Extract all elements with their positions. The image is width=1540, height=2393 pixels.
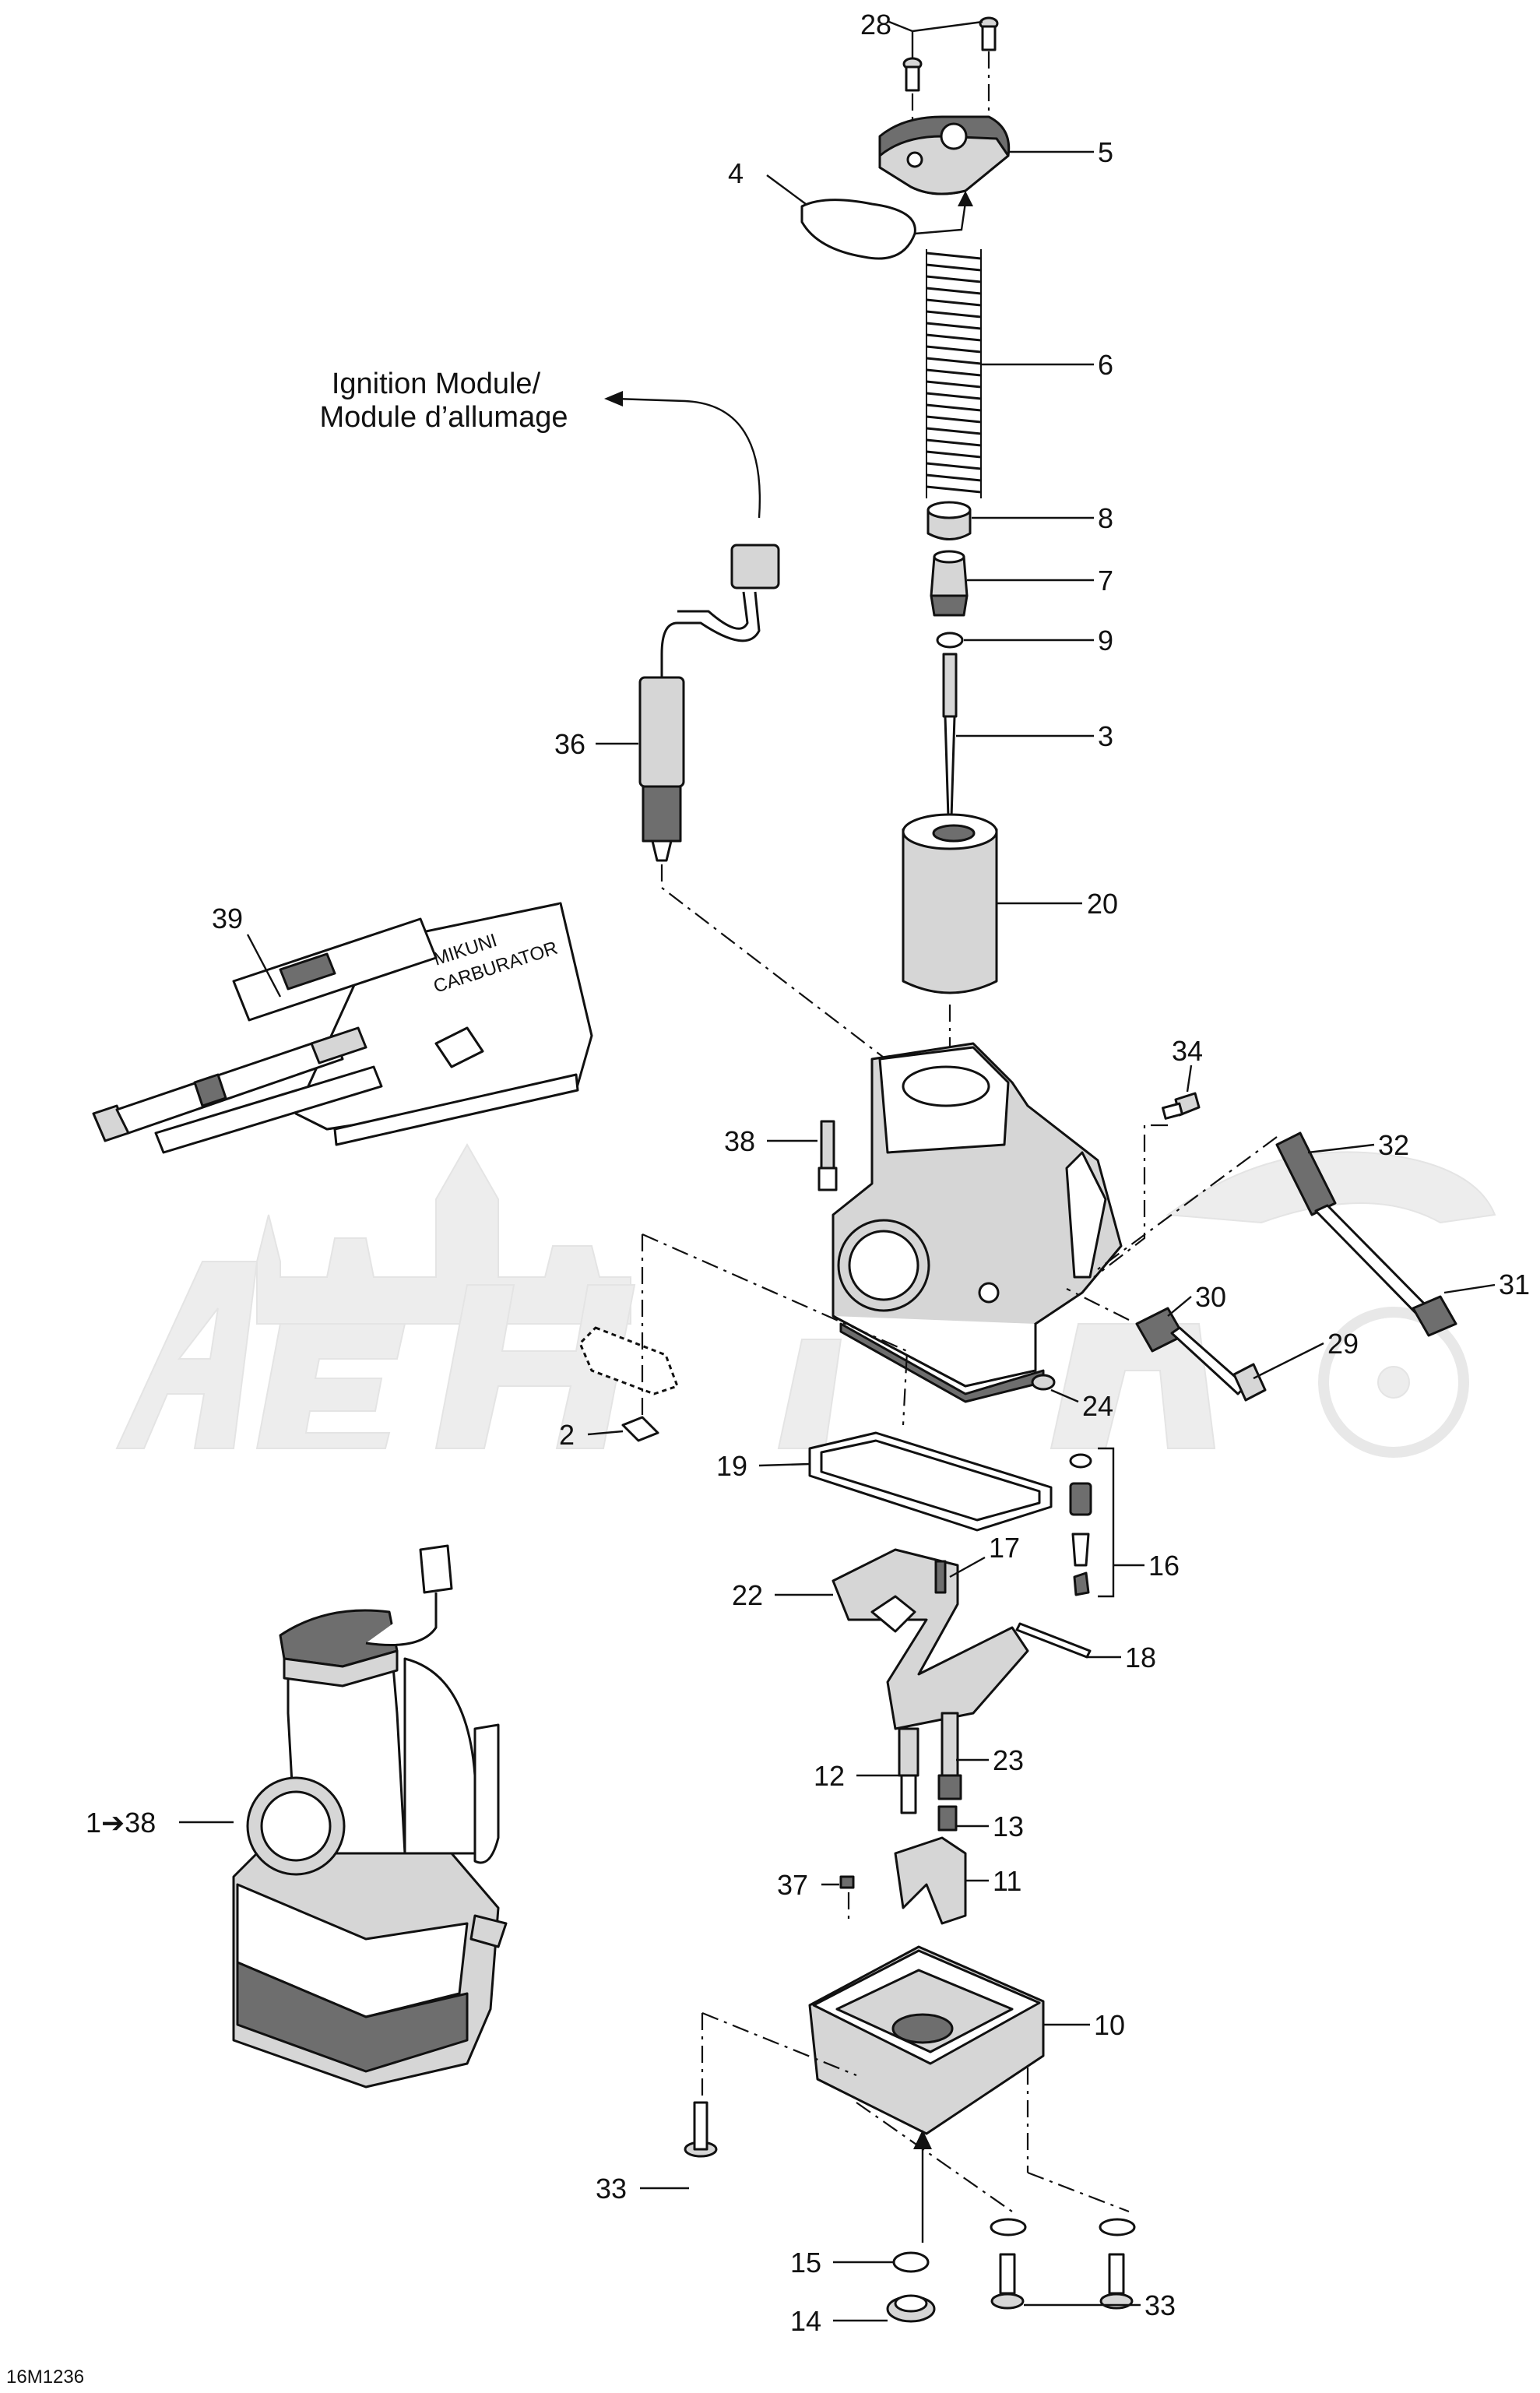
part-screw-33c [1099, 2218, 1136, 2310]
ignition-module-note-line-2: Module d’allumage [320, 401, 568, 434]
part-tool-kit-39: MIKUNI CARBURATOR [92, 902, 593, 1154]
callout-2: 2 [559, 1419, 575, 1451]
part-needle-valve-kit-16 [1069, 1447, 1115, 1598]
callout-18: 18 [1125, 1642, 1156, 1673]
part-screw-33b [990, 2218, 1027, 2310]
part-drain-plug-14 [886, 2294, 936, 2323]
callout-16: 16 [1148, 1550, 1180, 1582]
callout-6: 6 [1098, 349, 1113, 381]
part-baffle-11 [894, 1836, 967, 1925]
part-float-arm-screw-17 [934, 1560, 947, 1594]
callout-13: 13 [993, 1811, 1024, 1842]
callout-29: 29 [1327, 1328, 1359, 1360]
ignition-module-note-line-1: Ignition Module/ [332, 368, 541, 400]
callout-7: 7 [1098, 565, 1113, 596]
watermark [115, 1142, 1496, 1458]
part-nut-24 [1031, 1374, 1056, 1391]
part-main-jet-13 [937, 1805, 958, 1832]
callout-31: 31 [1499, 1269, 1530, 1300]
callout-labels: 28 5 4 6 8 7 9 3 20 36 39 34 38 32 31 30… [86, 9, 1530, 2337]
callout-8: 8 [1098, 502, 1113, 534]
callout-24: 24 [1082, 1390, 1113, 1422]
ignition-module-arrow [614, 397, 761, 519]
callout-37: 37 [777, 1869, 808, 1901]
callout-12: 12 [814, 1760, 845, 1792]
part-screw-32 [1275, 1131, 1457, 1337]
part-pilot-air-screw-29 [1170, 1326, 1267, 1402]
leader-lines [179, 20, 1496, 2322]
part-needle-holder-7 [930, 550, 969, 617]
part-screw-33a [684, 2101, 718, 2158]
part-pilot-jet-38 [817, 1120, 838, 1191]
callout-4: 4 [728, 157, 744, 189]
part-gasket-4 [800, 199, 916, 260]
part-seat-8 [926, 501, 972, 540]
part-bracket-2 [578, 1326, 679, 1442]
part-screw-28b [979, 16, 999, 51]
part-carburetor-body [832, 1042, 1123, 1403]
callout-28: 28 [860, 9, 891, 40]
callout-22: 22 [732, 1579, 763, 1611]
callout-9: 9 [1098, 625, 1113, 656]
callout-19: 19 [716, 1450, 747, 1482]
part-float-chamber-10 [808, 1945, 1045, 2135]
callout-10: 10 [1094, 2009, 1125, 2041]
callout-30: 30 [1195, 1281, 1226, 1313]
part-needle-jet-12 [898, 1727, 919, 1814]
callout-33-right: 33 [1144, 2289, 1176, 2321]
callout-32: 32 [1378, 1129, 1409, 1161]
callout-34: 34 [1172, 1035, 1203, 1067]
part-plug-37 [839, 1875, 855, 1889]
callout-17: 17 [989, 1532, 1020, 1564]
part-throttle-valve-20 [902, 813, 998, 994]
part-needle-jet-23 [937, 1712, 962, 1800]
callout-38: 38 [724, 1125, 755, 1157]
part-screw-28a [902, 57, 923, 92]
callout-5: 5 [1098, 136, 1113, 168]
callout-3: 3 [1098, 720, 1113, 752]
part-gasket-19 [808, 1431, 1053, 1532]
part-clip-9 [936, 632, 964, 649]
part-o-ring-15 [892, 2251, 930, 2273]
callout-39: 39 [212, 903, 243, 934]
part-screw-34 [1162, 1092, 1201, 1120]
callout-33-left: 33 [596, 2173, 627, 2205]
figure-code: 16M1236 [6, 2367, 84, 2388]
ignition-arrow-head [604, 391, 623, 406]
callout-23: 23 [993, 1744, 1024, 1776]
part-float-22 [832, 1548, 1029, 1730]
part-tps-sensor-36 [638, 544, 780, 862]
part-spring-6 [926, 249, 982, 498]
callout-15: 15 [790, 2247, 821, 2279]
part-top-cap-5 [878, 115, 1011, 195]
part-assembled-carburetor [232, 1544, 508, 2089]
callout-1-to-38: 1➔38 [86, 1807, 156, 1839]
callout-20: 20 [1087, 888, 1118, 920]
callout-11: 11 [993, 1865, 1021, 1897]
part-jet-needle-3 [942, 653, 958, 819]
callout-36: 36 [554, 728, 585, 760]
callout-14: 14 [790, 2305, 821, 2337]
